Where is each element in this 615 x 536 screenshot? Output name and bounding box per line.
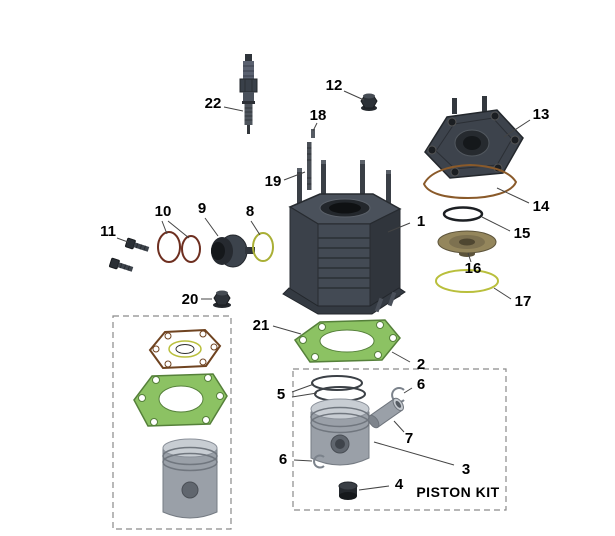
leader-line-1 — [387, 222, 411, 233]
callout-20: 20 — [182, 291, 199, 308]
o-ring-yellow — [435, 269, 499, 293]
leader-line-18 — [312, 122, 318, 132]
powervalve-o-ring-outer — [157, 231, 181, 263]
spark-plug — [239, 54, 258, 134]
leader-line-8 — [250, 220, 261, 236]
base-gasket — [293, 319, 401, 363]
callout-21: 21 — [253, 317, 270, 334]
callout-1: 1 — [417, 213, 425, 230]
leader-line-10b — [167, 220, 190, 239]
callout-22: 22 — [205, 95, 222, 112]
flange-nut-12 — [360, 93, 378, 111]
leader-line-3 — [373, 441, 455, 466]
head-gasket-left — [148, 328, 222, 370]
dowel-pin — [311, 129, 315, 138]
base-gasket-left — [133, 373, 228, 427]
callout-10: 10 — [155, 203, 172, 220]
piston-kit-box — [292, 368, 507, 511]
piston-kit-label: PISTON KIT — [416, 484, 499, 500]
o-ring-black — [442, 206, 484, 222]
leader-line-5a — [291, 383, 315, 393]
head-insert-dome — [437, 230, 497, 257]
cylinder — [282, 160, 406, 315]
flange-nut-20 — [213, 290, 231, 308]
piston-pin — [368, 397, 404, 429]
callout-13: 13 — [533, 106, 550, 123]
callout-17: 17 — [515, 293, 532, 310]
callout-14: 14 — [533, 198, 550, 215]
leader-line-12 — [343, 90, 365, 101]
callout-7: 7 — [405, 430, 413, 447]
leader-line-15 — [481, 216, 511, 232]
leader-line-6b — [293, 459, 313, 462]
leader-line-14 — [496, 187, 530, 204]
callout-6-upper: 6 — [417, 376, 425, 393]
leader-line-5b — [291, 392, 318, 398]
bolt-lower — [108, 257, 134, 272]
leader-line-13 — [503, 119, 531, 138]
piston-in-kit-box — [162, 438, 218, 519]
cylinder-stud — [307, 142, 312, 190]
leader-lines — [116, 90, 531, 491]
bolt-upper — [124, 237, 150, 252]
piston-ring-top — [311, 375, 363, 391]
callout-3: 3 — [462, 461, 470, 478]
gasket-kit-box — [112, 315, 232, 530]
callout-11: 11 — [100, 223, 116, 240]
leader-line-10a — [161, 220, 168, 235]
power-valve — [211, 234, 255, 268]
leader-line-21 — [272, 325, 302, 335]
leader-line-9 — [204, 217, 219, 237]
callout-19: 19 — [265, 173, 282, 190]
leader-line-2 — [391, 351, 411, 363]
powervalve-o-ring-inner — [181, 235, 201, 263]
cap-plug — [338, 481, 358, 500]
powervalve-o-ring-yellow — [252, 232, 274, 262]
callout-8: 8 — [246, 203, 254, 220]
leader-line-7 — [393, 420, 405, 433]
callout-16: 16 — [465, 260, 482, 277]
leader-line-22 — [223, 106, 244, 112]
leader-line-4 — [358, 485, 390, 491]
leader-line-11 — [116, 237, 129, 243]
leader-line-19 — [283, 171, 306, 181]
head-outer-gasket — [422, 163, 518, 200]
callout-5: 5 — [277, 386, 285, 403]
callout-2: 2 — [417, 356, 425, 373]
callout-18: 18 — [310, 107, 327, 124]
callout-4: 4 — [395, 476, 404, 493]
circlip-lower — [313, 454, 325, 469]
leader-line-6a — [403, 387, 413, 394]
callout-6-lower: 6 — [279, 451, 287, 468]
callout-15: 15 — [514, 225, 531, 242]
callout-12: 12 — [326, 77, 343, 94]
callout-9: 9 — [198, 200, 206, 217]
leader-line-17 — [493, 287, 512, 300]
piston — [310, 398, 370, 466]
leader-line-16 — [467, 252, 472, 263]
